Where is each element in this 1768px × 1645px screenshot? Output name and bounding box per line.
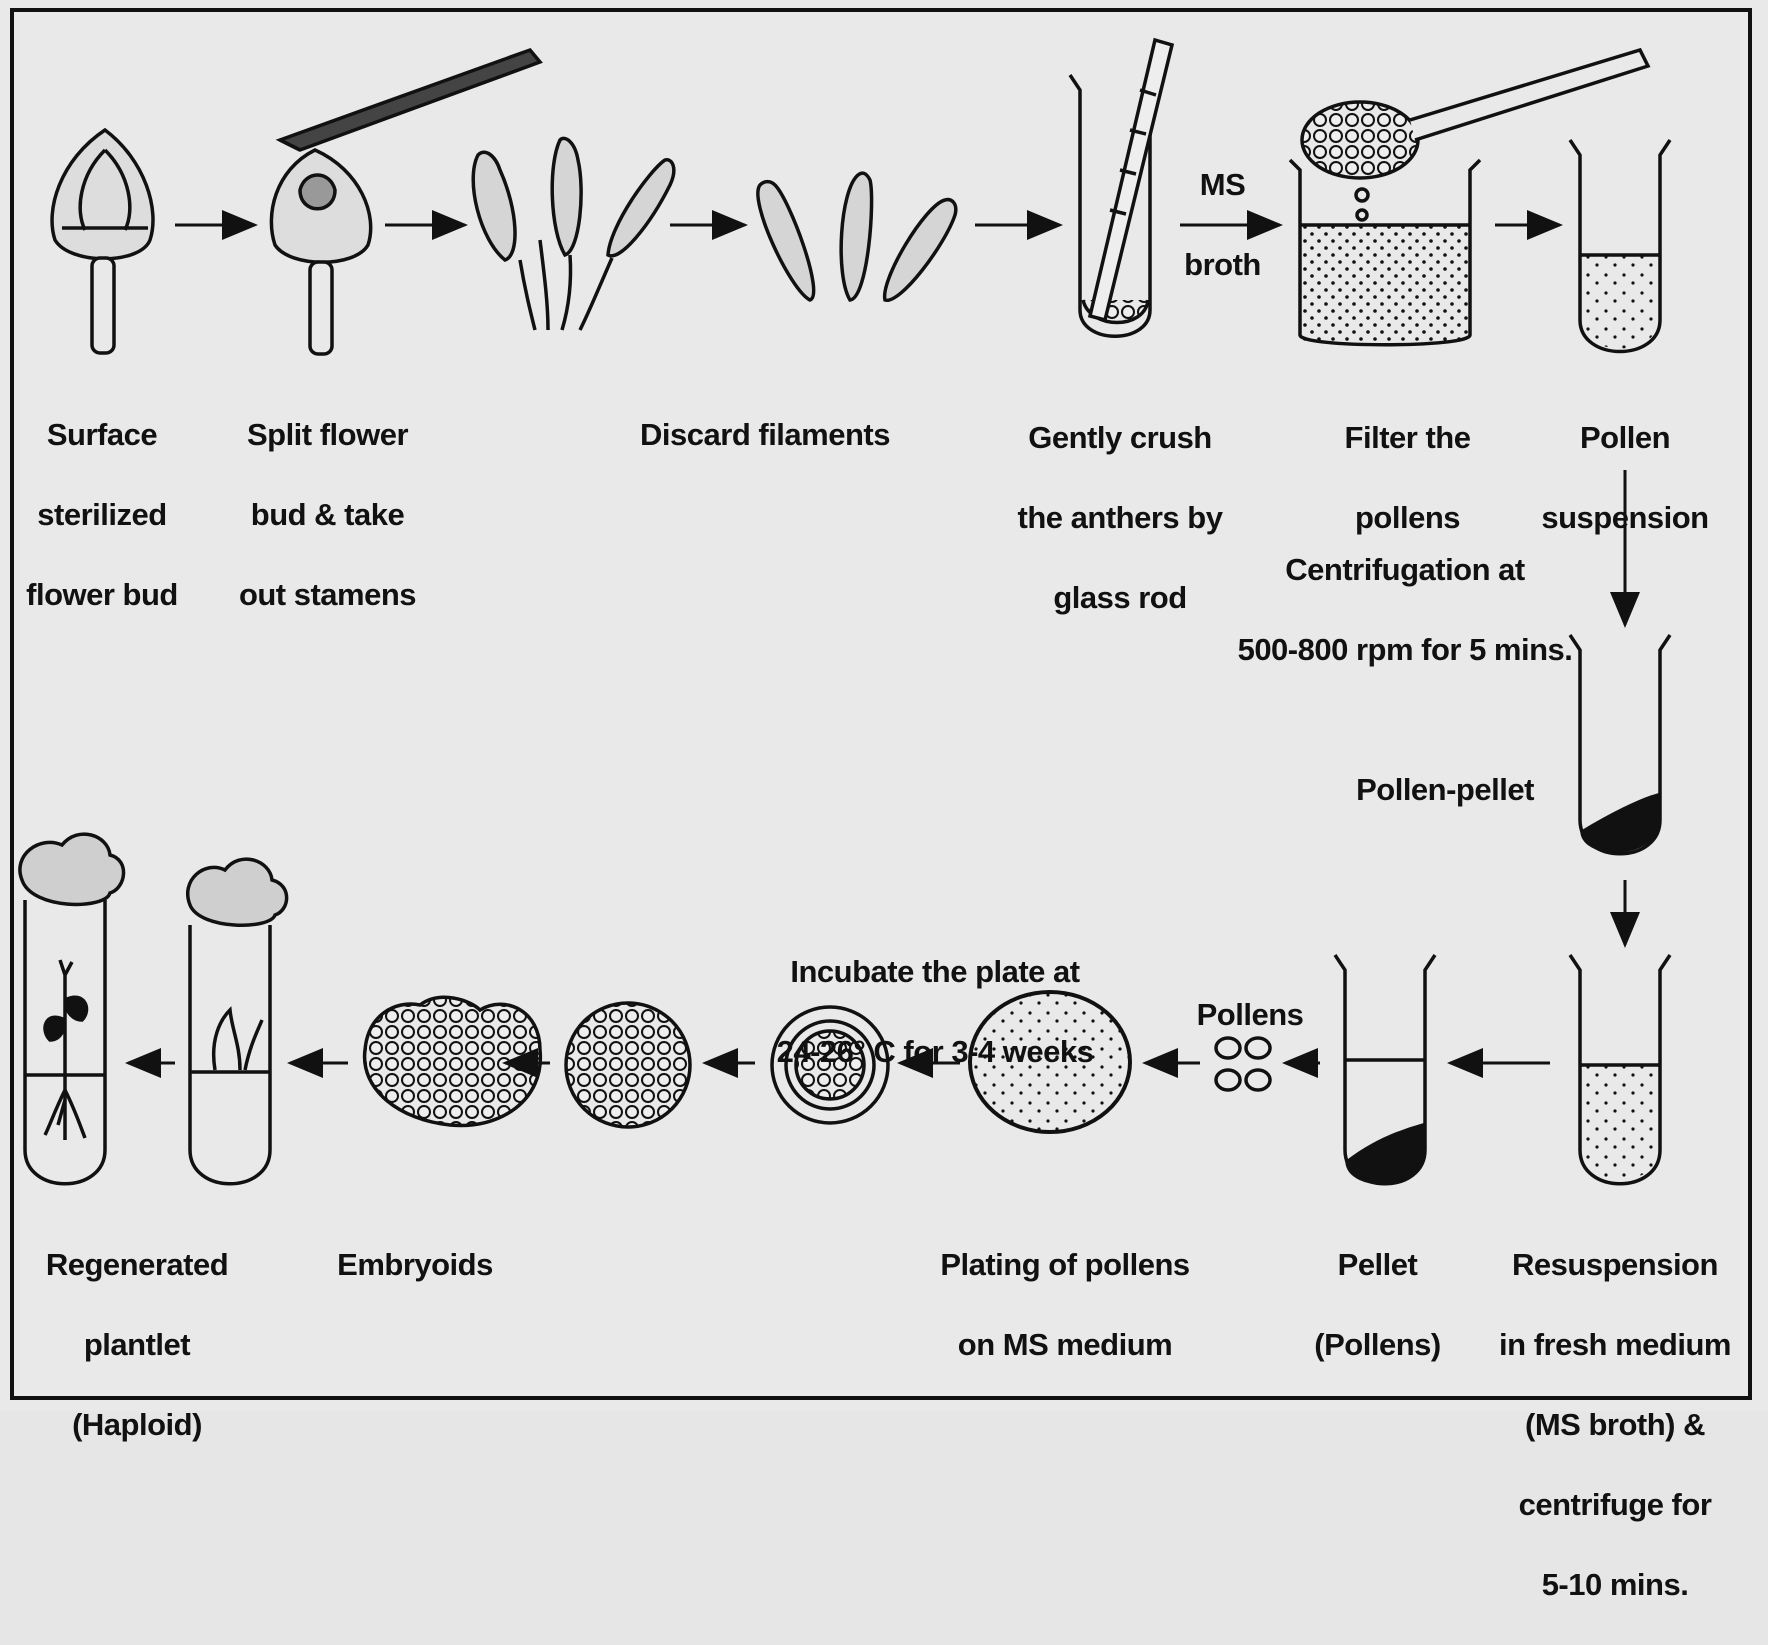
- label-centrifugation: Centrifugation at 500-800 rpm for 5 mins…: [1195, 510, 1615, 710]
- label-line: (MS broth) &: [1470, 1405, 1760, 1445]
- label-pellet-pollens: Pellet (Pollens): [1290, 1205, 1465, 1405]
- embryoid-icon: [365, 997, 541, 1125]
- culture-tube-shoot-icon: [188, 859, 287, 1184]
- label-line: Resuspension: [1470, 1245, 1760, 1285]
- label-line: flower bud: [12, 575, 192, 615]
- label-line: Pollen-pellet: [1325, 770, 1565, 810]
- label-plating: Plating of pollens on MS medium: [910, 1205, 1220, 1405]
- label-line: Centrifugation at: [1195, 550, 1615, 590]
- label-embryoids: Embryoids: [310, 1205, 520, 1325]
- label-discard-filaments: Discard filaments: [600, 375, 930, 495]
- label-line: (Pollens): [1290, 1325, 1465, 1365]
- label-line: Incubate the plate at: [720, 952, 1150, 992]
- diagram-canvas: Surface sterilized flower bud Split flow…: [0, 0, 1768, 1411]
- label-line: Split flower: [215, 415, 440, 455]
- label-line: Pollen: [1520, 418, 1730, 458]
- label-line: Surface: [12, 415, 192, 455]
- label-line: Filter the: [1310, 418, 1505, 458]
- label-line: (Haploid): [12, 1405, 262, 1445]
- label-line: 500-800 rpm for 5 mins.: [1195, 630, 1615, 670]
- label-line: plantlet: [12, 1325, 262, 1365]
- label-line: Regenerated: [12, 1245, 262, 1285]
- label-pollens: Pollens: [1170, 955, 1330, 1075]
- label-line: Gently crush: [985, 418, 1255, 458]
- culture-tube-plantlet-icon: [20, 834, 124, 1184]
- stamens-icon: [473, 138, 674, 330]
- resuspension-tube-icon: [1570, 955, 1670, 1184]
- label-line: in fresh medium: [1470, 1325, 1760, 1365]
- label-ms-broth: MS broth: [1165, 125, 1280, 325]
- cell-mass-icon: [566, 1003, 690, 1127]
- label-split-flower: Split flower bud & take out stamens: [215, 375, 440, 655]
- pollen-suspension-tube-icon: [1570, 140, 1670, 352]
- flower-bud-icon: [52, 130, 153, 353]
- anthers-icon: [758, 173, 956, 300]
- label-line: Discard filaments: [600, 415, 930, 455]
- beaker-glass-rod-icon: [1070, 40, 1172, 336]
- label-line: bud & take: [215, 495, 440, 535]
- label-line: out stamens: [215, 575, 440, 615]
- label-surface-sterilized: Surface sterilized flower bud: [12, 375, 192, 655]
- label-line: Pollens: [1170, 995, 1330, 1035]
- label-line: Plating of pollens: [910, 1245, 1220, 1285]
- label-line: 24-26° C for 3-4 weeks: [720, 1032, 1150, 1072]
- label-line: Pellet: [1290, 1245, 1465, 1285]
- label-line: MS: [1165, 165, 1280, 205]
- label-line: Embryoids: [310, 1245, 520, 1285]
- label-line: sterilized: [12, 495, 192, 535]
- label-resuspension: Resuspension in fresh medium (MS broth) …: [1470, 1205, 1760, 1645]
- label-line: 5-10 mins.: [1470, 1565, 1760, 1605]
- label-line: broth: [1165, 245, 1280, 285]
- label-regenerated: Regenerated plantlet (Haploid): [12, 1205, 262, 1485]
- label-line: on MS medium: [910, 1325, 1220, 1365]
- label-pollen-pellet: Pollen-pellet: [1325, 730, 1565, 850]
- pellet-tube-icon: [1335, 955, 1435, 1184]
- label-incubate: Incubate the plate at 24-26° C for 3-4 w…: [720, 912, 1150, 1112]
- label-line: centrifuge for: [1470, 1485, 1760, 1525]
